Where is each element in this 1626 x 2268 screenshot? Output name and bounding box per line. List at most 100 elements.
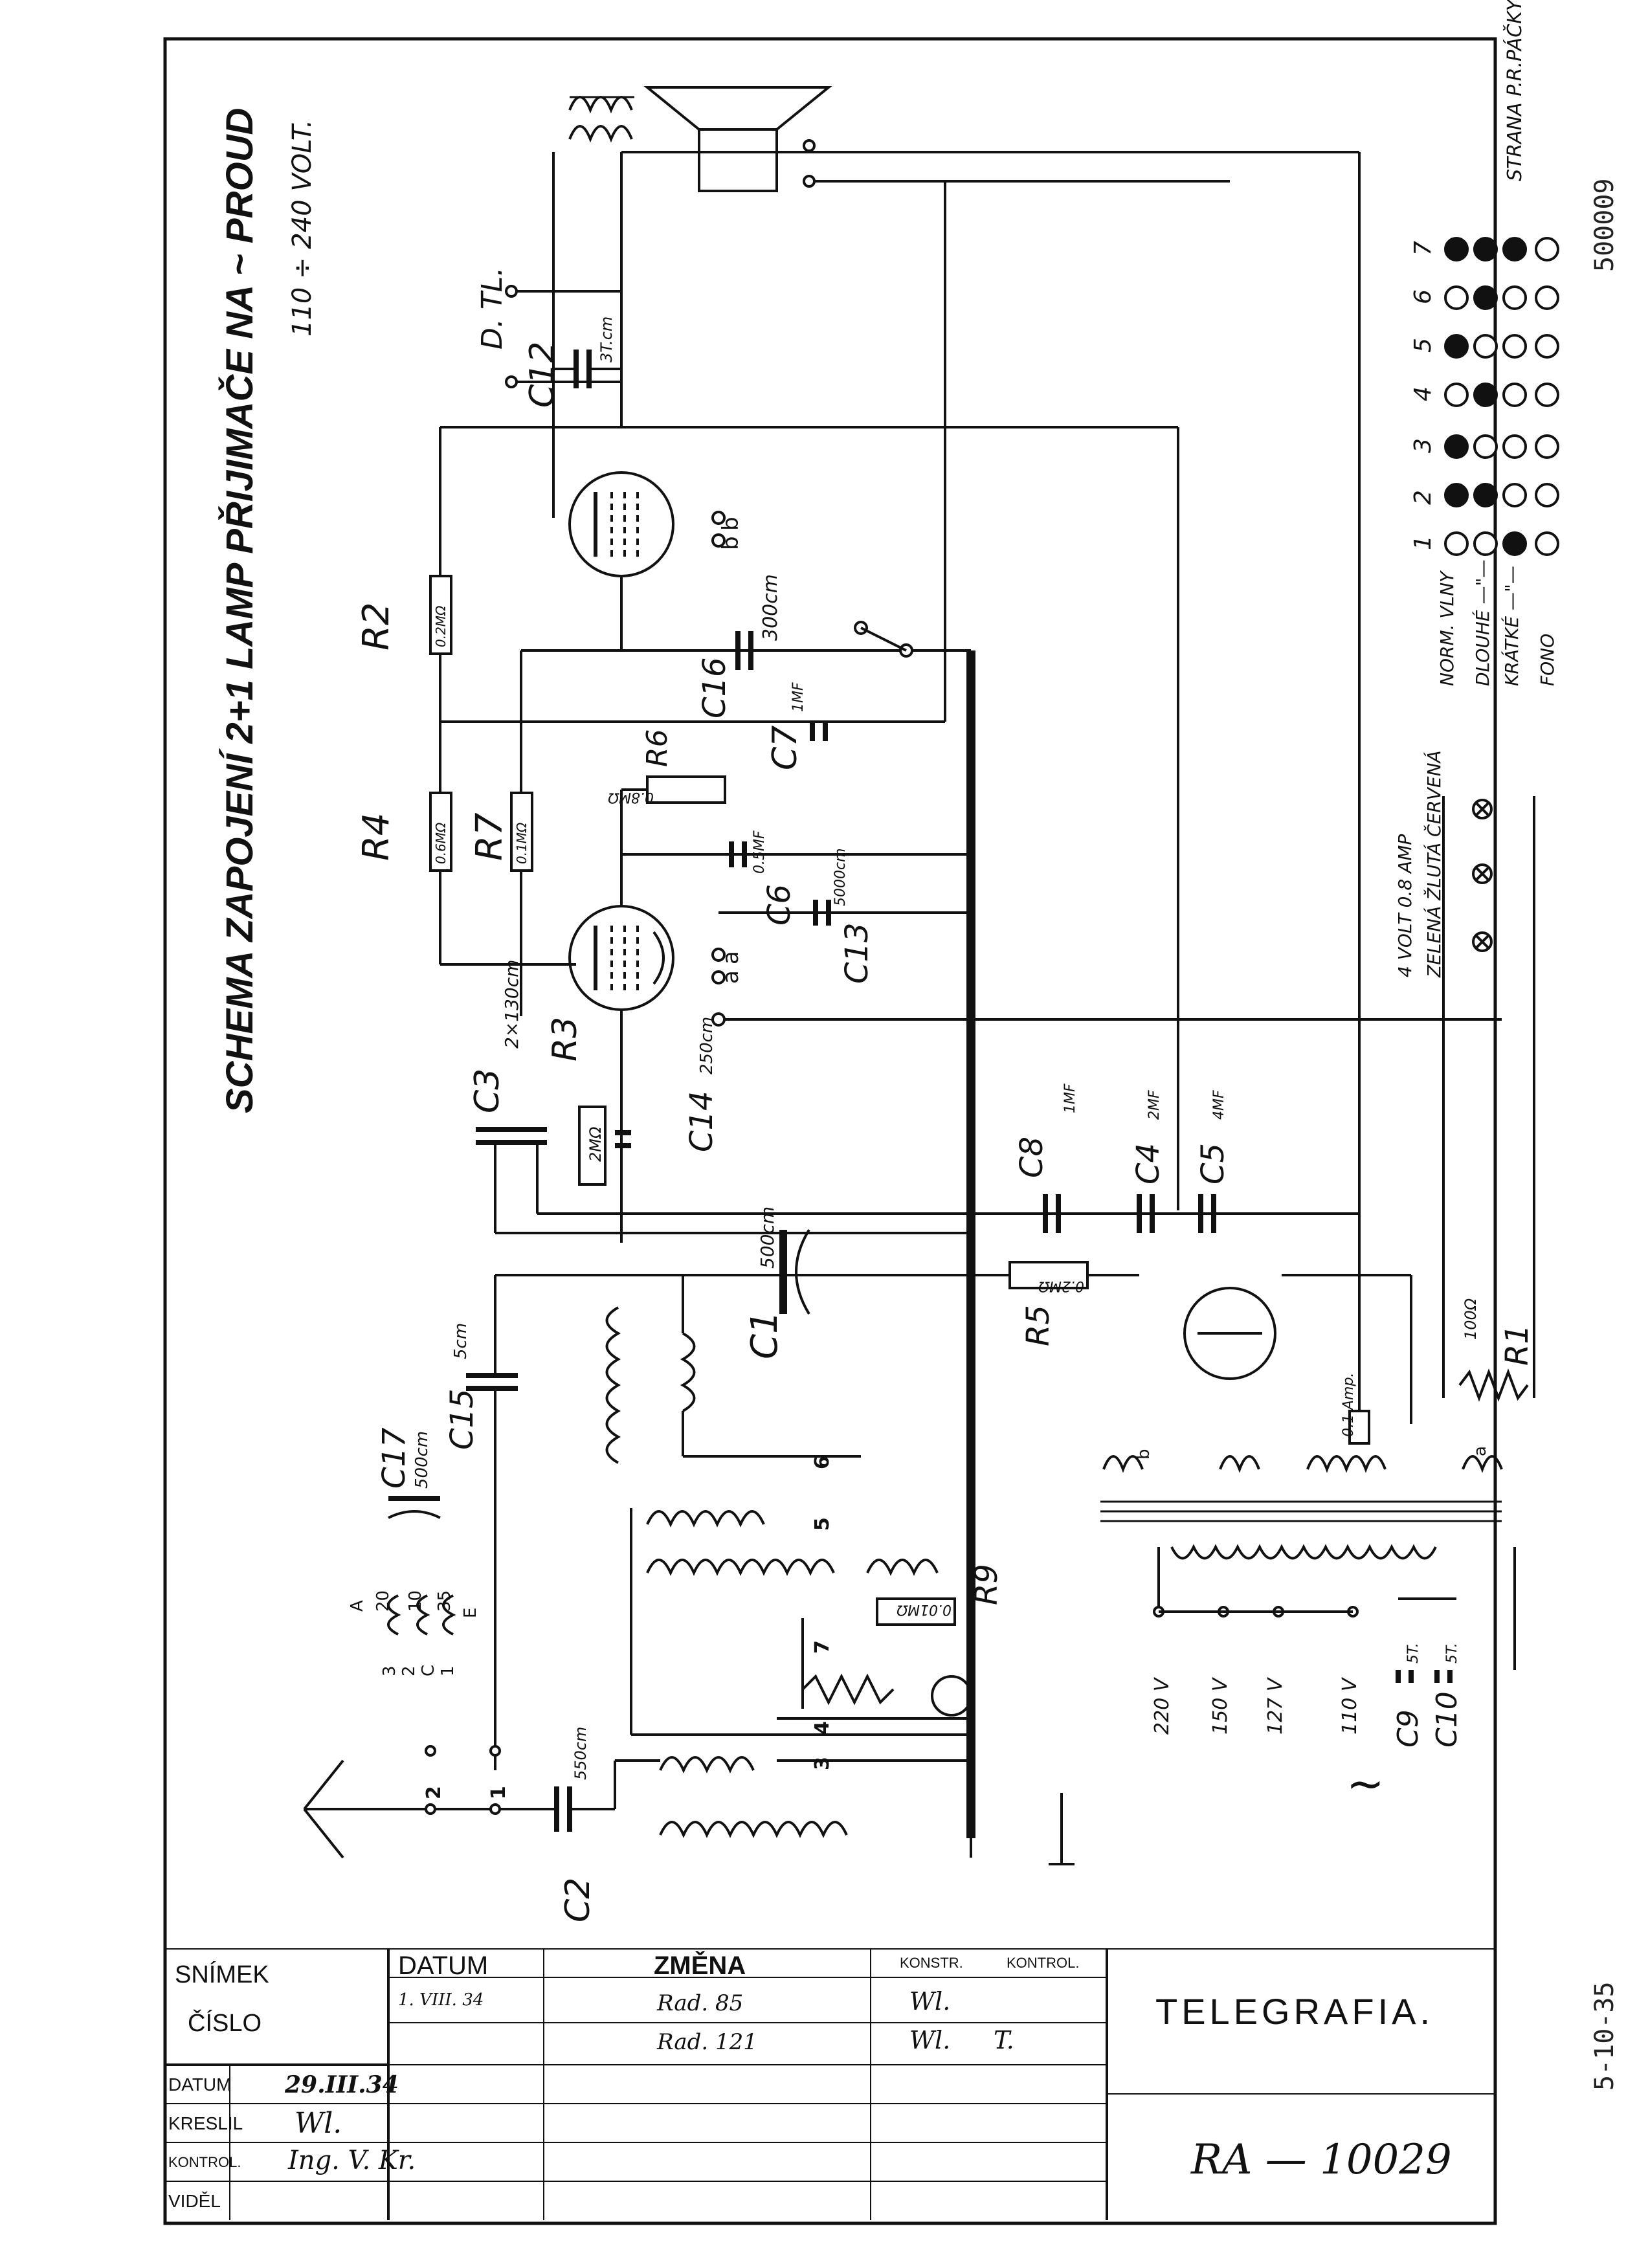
tube2-pin-2: a — [718, 970, 744, 984]
label-r1: R1 — [1499, 1324, 1535, 1366]
label-c15: C15 — [444, 1388, 480, 1450]
switch-dot — [1444, 237, 1469, 261]
switch-dot — [1473, 483, 1498, 507]
label-c9-value: 5T. — [1405, 1643, 1421, 1663]
label-c5: C5 — [1195, 1143, 1231, 1184]
snimek-label: SNÍMEK — [175, 1961, 269, 1988]
label-c2-value: 550cm — [572, 1727, 590, 1780]
drawing-number: RA — 10029 — [1191, 2136, 1452, 2184]
switch-row-1: NORM. VLNY — [1436, 570, 1458, 686]
switch-dot — [1444, 334, 1469, 359]
label-r9-value: 0.01MΩ — [897, 1601, 952, 1618]
tube1-pin-2: b — [718, 536, 744, 550]
videl-label: VIDĚL — [168, 2191, 221, 2211]
label-c10: C10 — [1431, 1691, 1464, 1748]
switch-dot — [1444, 483, 1469, 507]
switch-dot — [1535, 383, 1559, 407]
coil-tap-6: 6 — [811, 1456, 834, 1469]
mains-tap-127: 127 V — [1264, 1676, 1287, 1735]
switch-dot — [1535, 434, 1559, 459]
label-r5-value: 0.2MΩ — [1038, 1278, 1084, 1294]
label-lamp-colors: ZELENÁ ŽLUTÁ ČERVENÁ — [1423, 750, 1445, 978]
row1-datum: 1. VIII. 34 — [398, 1990, 484, 2010]
aerial-tap-10: 10 — [406, 1590, 425, 1612]
col-kontrol-header: KONTROL. — [1007, 1955, 1080, 1971]
switch-dot — [1473, 531, 1498, 556]
switch-dot — [1473, 334, 1498, 359]
label-c7: C7 — [766, 726, 805, 770]
datum-value: 29.III.34 — [285, 2071, 399, 2098]
label-c13-value: 5000cm — [832, 848, 849, 906]
aerial-switch-2: 2 — [399, 1665, 419, 1676]
pilot-lamps — [1472, 799, 1493, 952]
aerial-tap-20: 20 — [373, 1590, 393, 1612]
label-c1-value: 500cm — [757, 1206, 778, 1269]
switch-dot — [1502, 334, 1527, 359]
switch-dot — [1473, 285, 1498, 310]
mains-tap-220: 220 V — [1151, 1676, 1174, 1735]
switch-dot — [1473, 434, 1498, 459]
label-r3: R3 — [546, 1017, 585, 1062]
col-datum-header: DATUM — [398, 1951, 489, 1980]
voltage-range: 110 ÷ 240 VOLT. — [287, 120, 317, 337]
switch-dot — [1502, 383, 1527, 407]
switch-dot — [1535, 483, 1559, 507]
switch-dot — [1444, 434, 1469, 459]
aerial-switch-1: 1 — [438, 1665, 458, 1676]
switch-row-2: DLOUHÉ —"— — [1471, 560, 1493, 686]
label-lamps: 4 VOLT 0.8 AMP — [1394, 834, 1416, 977]
label-fuse: 0.1 Amp. — [1341, 1373, 1357, 1437]
label-r5: R5 — [1020, 1305, 1056, 1346]
label-r7: R7 — [469, 812, 511, 861]
row1-konstr: Wl. — [909, 1987, 951, 2016]
datum-label: DATUM — [168, 2074, 232, 2095]
schema-title: SCHEMA ZAPOJENÍ 2+1 LAMP PŘIJIMAČE NA ~ … — [219, 108, 261, 1113]
switch-dots — [1444, 237, 1559, 556]
row2-kontrol: T. — [994, 2026, 1014, 2054]
switch-table: 1 2 3 4 5 6 7 STRANA P.R.PÁČKY NORM. VLN… — [1410, 0, 1559, 686]
switch-header: STRANA P.R.PÁČKY — [1502, 0, 1526, 181]
switch-dot — [1535, 531, 1559, 556]
switch-dot — [1473, 237, 1498, 261]
switch-dot — [1535, 334, 1559, 359]
switch-dot — [1535, 237, 1559, 261]
title-block: SNÍMEK ČÍSLO DATUM 29.III.34 KRESLIL Wl.… — [165, 1948, 1495, 2220]
label-c17: C17 — [376, 1427, 412, 1489]
mains-tap-110: 110 V — [1339, 1676, 1361, 1735]
switch-dot — [1444, 383, 1469, 407]
label-r3-value: 2MΩ — [586, 1126, 605, 1162]
label-c10-value: 5T. — [1444, 1643, 1460, 1663]
switch-dot — [1502, 285, 1527, 310]
switch-dot — [1535, 285, 1559, 310]
sheet-border — [163, 37, 1497, 2225]
label-c2: C2 — [559, 1878, 597, 1922]
label-c6-value: 0.5MF — [752, 830, 768, 874]
date-stamp: 5-10-35 — [1590, 1981, 1620, 2091]
label-c4: C4 — [1130, 1143, 1166, 1184]
switch-col-6: 6 — [1410, 289, 1436, 304]
coil-tap-4: 4 — [811, 1721, 834, 1735]
col-konstr-header: KONSTR. — [900, 1955, 963, 1971]
label-r6-value: 0.8MΩ — [608, 789, 654, 805]
company-name: TELEGRAFIA. — [1155, 1991, 1434, 2032]
switch-dot — [1473, 383, 1498, 407]
switch-col-4: 4 — [1410, 386, 1436, 401]
switch-dot — [1444, 285, 1469, 310]
switch-col-3: 3 — [1410, 438, 1436, 453]
label-r2-value: 0.2MΩ — [433, 605, 449, 647]
label-c13: C13 — [839, 922, 875, 984]
sheet-number: 500009 — [1590, 179, 1620, 272]
kontrol-value: Ing. V. Kr. — [288, 2146, 416, 2175]
label-c6: C6 — [761, 884, 797, 926]
cislo-label: ČÍSLO — [188, 2010, 262, 2037]
label-c17-value: 500cm — [412, 1431, 432, 1489]
aerial-tap-35: 35 — [435, 1590, 454, 1612]
terminal-1: 1 — [487, 1786, 510, 1799]
mains-tap-150: 150 V — [1209, 1676, 1232, 1735]
heater-a: a — [1471, 1446, 1490, 1456]
label-r4: R4 — [355, 812, 397, 861]
label-c7-value: 1MF — [790, 682, 807, 712]
label-c16-value: 300cm — [759, 574, 782, 641]
switch-col-1: 1 — [1410, 535, 1436, 550]
